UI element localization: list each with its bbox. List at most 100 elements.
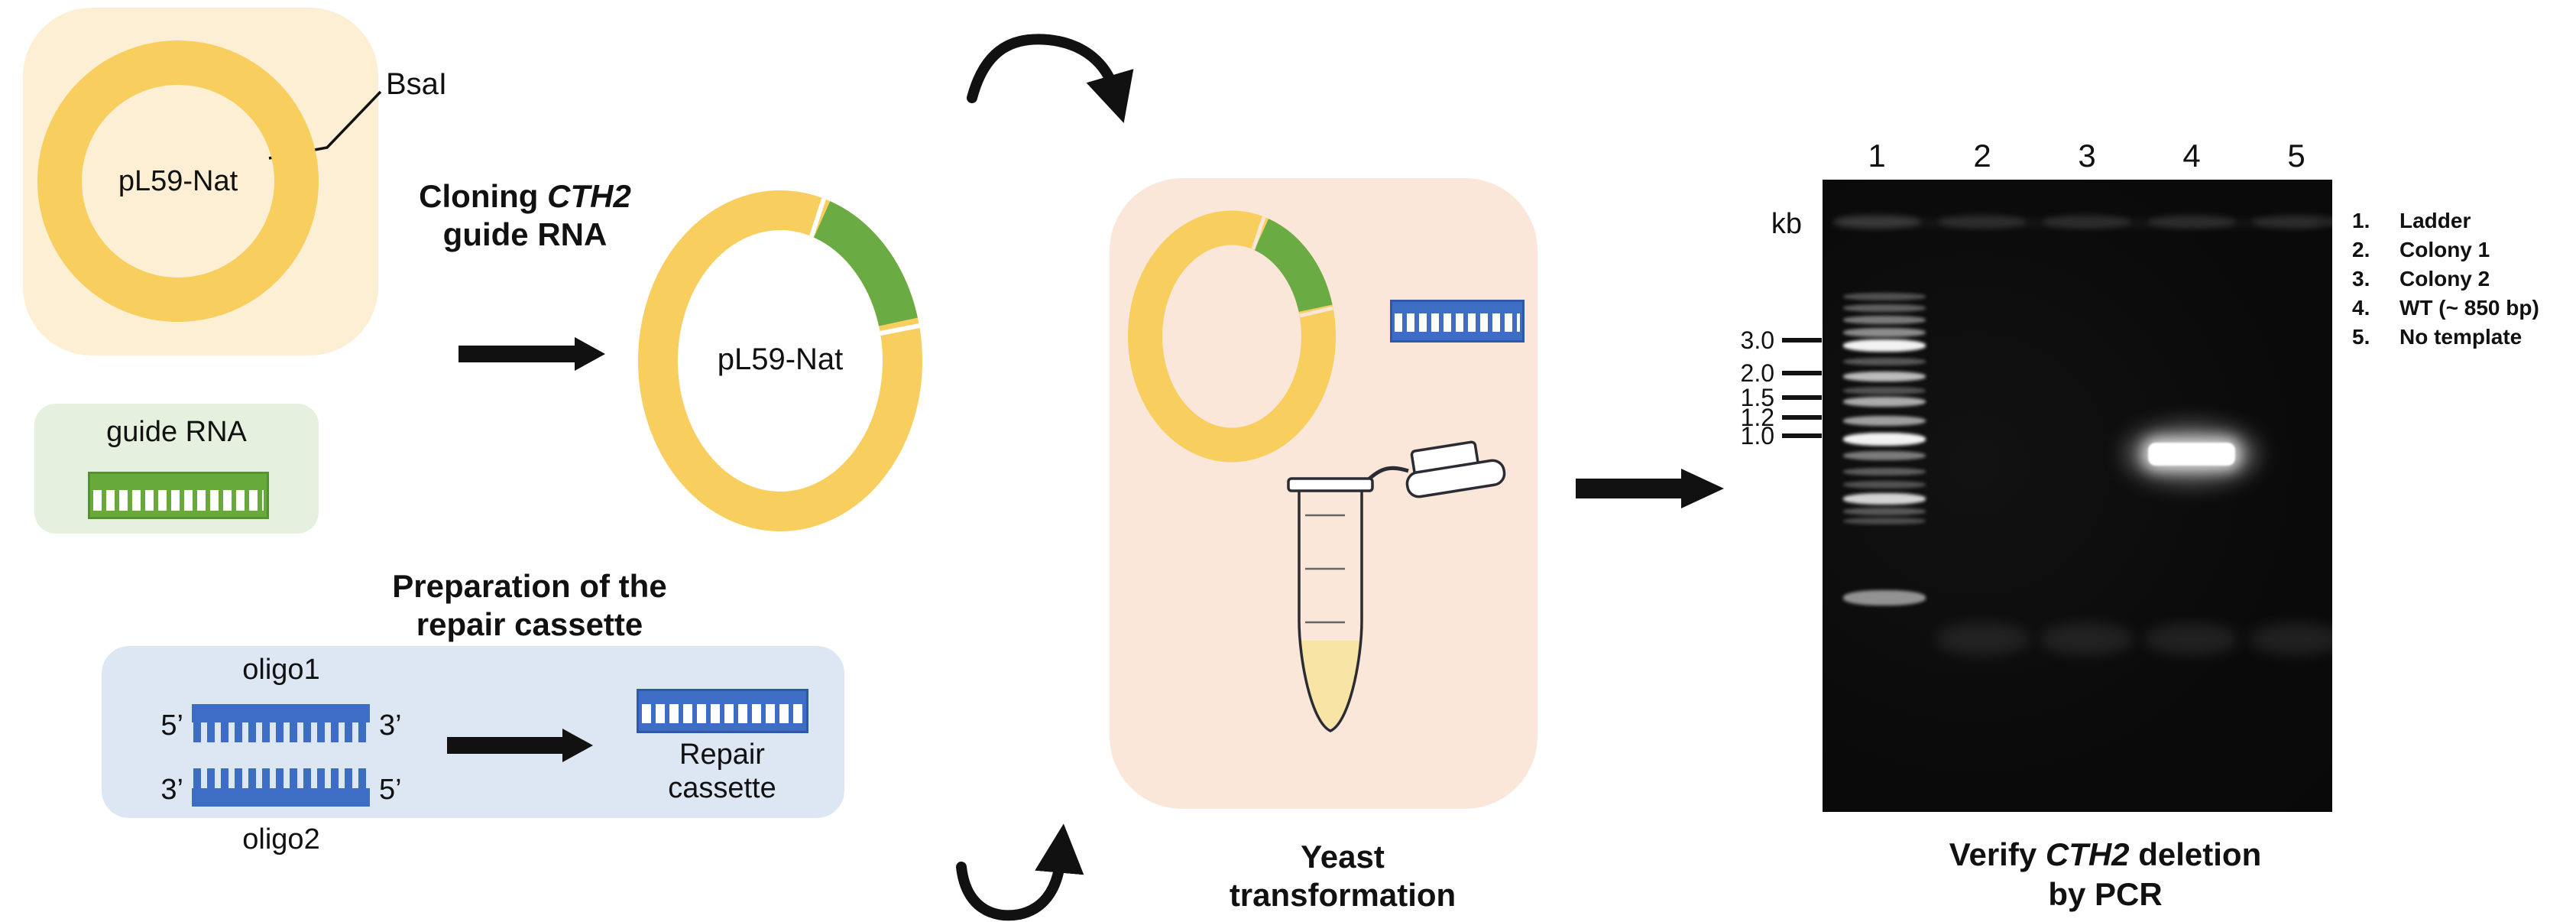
dna-teeth [193, 722, 368, 742]
ladder-band [1843, 358, 1926, 365]
ladder-band [1843, 508, 1926, 515]
ladder-band [1843, 397, 1926, 407]
dna-teeth [93, 490, 264, 511]
oligo2-5prime-label: 5’ [379, 774, 402, 806]
ladder-mark-label: 1.5 [1740, 384, 1774, 411]
guide-rna-bar [88, 472, 269, 519]
legend-row: 2. Colony 1 [2352, 235, 2539, 265]
oligo1-5prime-label: 5’ [160, 709, 183, 742]
dna-teeth [642, 704, 803, 723]
ladder-band [1843, 304, 1926, 312]
ladder-band [1843, 416, 1926, 426]
pcr-sample-band [2148, 443, 2235, 466]
legend-row: 1. Ladder [2352, 206, 2539, 235]
ladder-tick [1782, 433, 1822, 438]
well-mark [1938, 215, 2027, 229]
cloning-title-prefix: Cloning [419, 178, 548, 214]
faint-smear [2144, 623, 2239, 655]
lane-number: 5 [2287, 138, 2305, 174]
ladder-band [1843, 339, 1926, 352]
ladder-tick [1782, 338, 1822, 343]
dna-strand [192, 788, 370, 807]
ladder-tick [1782, 395, 1822, 400]
repair-title: Preparation of the repair cassette [300, 567, 759, 644]
ladder-band [1843, 518, 1926, 524]
cloning-title: Cloning CTH2 guide RNA [296, 177, 754, 255]
well-mark [2252, 215, 2341, 229]
repair-cassette-bar [637, 689, 808, 733]
repair-title-line2: repair cassette [416, 606, 643, 643]
ladder-band [1843, 372, 1926, 381]
ladder-band [1843, 590, 1926, 605]
ladder-mark-label: 2.0 [1740, 359, 1774, 387]
ladder-mark-label: 1.2 [1740, 404, 1774, 431]
legend-row: 5. No template [2352, 323, 2539, 352]
ladder-band [1843, 493, 1926, 505]
repair-cassette-label-line2: cassette [668, 772, 776, 804]
legend-number: 5. [2352, 325, 2370, 349]
legend-number: 1. [2352, 209, 2370, 232]
legend-number: 4. [2352, 296, 2370, 320]
gel-image [1823, 180, 2344, 812]
ladder-band [1843, 468, 1926, 476]
gel-lane-numbers: 1 2 3 4 5 [0, 138, 2576, 183]
lane-number: 4 [2182, 138, 2201, 174]
cloned-plasmid-label: pL59-Nat [717, 343, 844, 376]
ladder-band [1843, 316, 1926, 324]
oligo1-3prime-label: 3’ [379, 709, 402, 742]
ladder-band [1843, 481, 1926, 489]
legend-row: 4. WT (~ 850 bp) [2352, 294, 2539, 323]
ladder-band [1843, 433, 1926, 446]
legend-label: WT (~ 850 bp) [2399, 296, 2539, 320]
gel-caption-prefix: Verify [1949, 836, 2046, 872]
enzyme-label: BsaI [386, 67, 448, 101]
faint-smear [1935, 623, 2030, 655]
well-mark [2147, 215, 2236, 229]
gel-caption: Verify CTH2 deletion by PCR [1838, 835, 2373, 914]
legend-label: Colony 2 [2399, 267, 2490, 291]
legend-number: 2. [2352, 238, 2370, 261]
guide-rna-label: guide RNA [106, 416, 247, 448]
transformation-caption-line1: Yeast [1301, 839, 1385, 875]
oligo2-bar [192, 768, 370, 807]
gel-caption-line2: by PCR [2048, 876, 2163, 912]
dna-teeth [1395, 313, 1520, 332]
transformation-caption-line2: transformation [1229, 877, 1456, 914]
well-mark [1832, 215, 1921, 229]
well-row [1838, 219, 2317, 227]
repair-cassette-label-line1: Repair [679, 739, 765, 771]
faint-smear [2249, 623, 2344, 655]
ladder-mark-label: 3.0 [1740, 326, 1774, 354]
lane-number: 2 [1973, 138, 1991, 174]
repair-title-line1: Preparation of the [392, 568, 667, 604]
oligo2-label: oligo2 [242, 823, 320, 855]
dna-strand [192, 704, 370, 722]
lane-number: 3 [2078, 138, 2096, 174]
faint-smear [2040, 623, 2134, 655]
ladder-lane [1843, 180, 1926, 812]
cloning-title-gene: CTH2 [547, 178, 631, 214]
plasmid-label: pL59-Nat [118, 164, 238, 197]
ladder-band [1843, 387, 1926, 394]
legend-label: Colony 1 [2399, 238, 2490, 261]
dna-teeth [193, 768, 368, 788]
legend-number: 3. [2352, 267, 2370, 291]
kb-unit-label: kb [1771, 208, 1802, 240]
transformation-cassette-bar [1390, 300, 1525, 343]
cloning-title-line2: guide RNA [442, 216, 608, 253]
repair-cassette-label: Repair cassette [608, 738, 837, 805]
gel-caption-gene: CTH2 [2045, 836, 2130, 872]
ladder-band [1843, 328, 1926, 337]
ladder-band [1843, 451, 1926, 460]
ladder-band [1843, 293, 1926, 300]
gel-legend: 1. Ladder 2. Colony 1 3. Colony 2 4. WT (~ 850 … [2352, 206, 2539, 352]
legend-label: Ladder [2399, 209, 2471, 232]
lane-number: 1 [1868, 138, 1886, 174]
legend-row: 3. Colony 2 [2352, 265, 2539, 294]
transformation-caption: Yeast transformation [1152, 838, 1534, 915]
gel-caption-suffix: deletion [2129, 836, 2262, 872]
legend-label: No template [2399, 325, 2523, 349]
ladder-tick [1782, 415, 1822, 420]
